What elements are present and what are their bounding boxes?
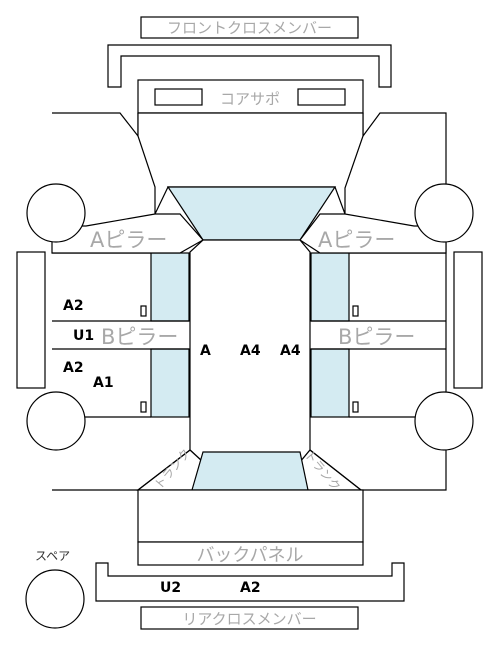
b-pillar-right-label: Bピラー [338, 325, 415, 349]
damage-code-lf-door: A2 [63, 298, 84, 314]
trunk-diagonals [137, 449, 362, 491]
side-strip-left [16, 251, 46, 389]
side-window-right-front [310, 252, 350, 322]
wheel-front-right [414, 183, 474, 243]
door-handle-rr [352, 401, 359, 413]
side-window-right-rear [310, 348, 350, 418]
spare-label: スペア [35, 549, 70, 563]
side-window-left-front [150, 252, 190, 322]
wheel-front-left [26, 183, 86, 243]
door-handle-lr [140, 401, 147, 413]
wheel-rear-right [414, 391, 474, 451]
side-strip-right [453, 251, 483, 389]
back-panel-label: バックパネル [196, 545, 303, 566]
front-bracket [107, 44, 392, 88]
damage-code-roof-right: A4 [280, 343, 301, 359]
wheel-rear-left [26, 391, 86, 451]
rear-window [191, 451, 309, 491]
damage-code-rear-left: U2 [160, 580, 181, 596]
damage-code-lr-door-1: A2 [63, 360, 84, 376]
back-panel-box [137, 541, 364, 566]
front-cross-member-label: フロントクロスメンバー [167, 19, 332, 37]
damage-code-b-pillar-left: U1 [73, 328, 94, 344]
front-cross-member-box [140, 16, 359, 39]
a-pillar-right-label: Aピラー [318, 228, 395, 252]
damage-code-rear-right: A2 [240, 580, 261, 596]
headlight-right [297, 88, 346, 106]
headlight-left [154, 88, 203, 106]
damage-code-roof-center: A4 [240, 343, 261, 359]
side-window-left-rear [150, 348, 190, 418]
door-handle-rf [352, 305, 359, 317]
core-support-label: コアサポ [220, 90, 280, 108]
damage-code-lr-door-2: A1 [93, 375, 114, 391]
rear-cross-member-box [140, 606, 359, 630]
b-pillar-left-label: Bピラー [101, 325, 178, 349]
rear-body [137, 489, 364, 543]
damage-code-roof-left: A [200, 343, 211, 359]
door-handle-lf [140, 305, 147, 317]
rear-cross-member-label: リアクロスメンバー [182, 610, 316, 628]
spare-tire [25, 569, 85, 629]
rear-bracket [95, 562, 405, 602]
a-pillar-left-label: Aピラー [90, 228, 167, 252]
